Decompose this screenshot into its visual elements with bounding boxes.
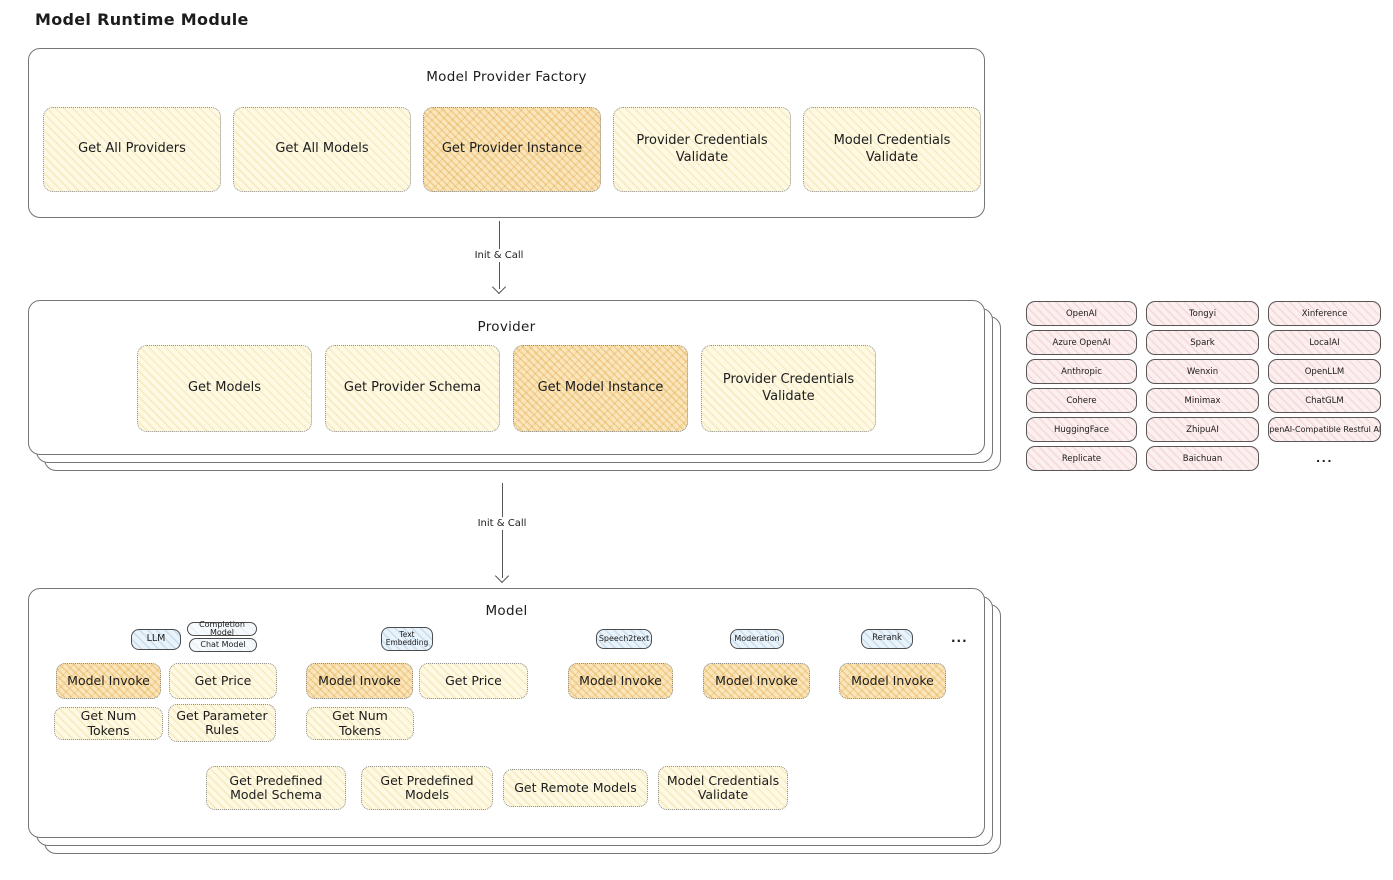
node-provider-credentials-validate-2[interactable]: Provider Credentials Validate <box>701 345 876 432</box>
node-embedding-get-price[interactable]: Get Price <box>419 663 528 699</box>
factory-box-title: Model Provider Factory <box>426 69 587 85</box>
node-llm-model-invoke[interactable]: Model Invoke <box>56 663 161 699</box>
provider-chip-huggingface[interactable]: HuggingFace <box>1026 417 1137 442</box>
node-moderation-model-invoke[interactable]: Model Invoke <box>703 663 810 699</box>
provider-chip-openai-compatible[interactable]: OpenAI-Compatible Restful API <box>1268 417 1381 442</box>
provider-chip-wenxin[interactable]: Wenxin <box>1146 359 1259 384</box>
factory-buttons-row: Get All Providers Get All Models Get Pro… <box>43 107 981 192</box>
provider-chip-openllm[interactable]: OpenLLM <box>1268 359 1381 384</box>
provider-list-ellipsis: ... <box>1315 452 1334 465</box>
node-get-all-models[interactable]: Get All Models <box>233 107 411 192</box>
provider-chip-zhipuai[interactable]: ZhipuAI <box>1146 417 1259 442</box>
tab-moderation[interactable]: Moderation <box>730 629 784 649</box>
node-llm-get-num-tokens[interactable]: Get Num Tokens <box>54 707 163 740</box>
node-get-model-instance[interactable]: Get Model Instance <box>513 345 688 432</box>
provider-chip-chatglm[interactable]: ChatGLM <box>1268 388 1381 413</box>
provider-chip-localai[interactable]: LocalAI <box>1268 330 1381 355</box>
provider-chip-spark[interactable]: Spark <box>1146 330 1259 355</box>
tab-llm[interactable]: LLM <box>131 629 181 650</box>
provider-chip-tongyi[interactable]: Tongyi <box>1146 301 1259 326</box>
node-get-models[interactable]: Get Models <box>137 345 312 432</box>
node-embedding-model-invoke[interactable]: Model Invoke <box>306 663 413 699</box>
model-box[interactable]: Model LLM Completion Model Chat Model Te… <box>28 588 985 838</box>
factory-box[interactable]: Model Provider Factory Get All Providers… <box>28 48 985 218</box>
arrowhead-provider-to-model <box>494 568 510 584</box>
provider-chip-minimax[interactable]: Minimax <box>1146 388 1259 413</box>
arrowhead-factory-to-provider <box>491 279 507 295</box>
tab-speech2text[interactable]: Speech2text <box>596 629 652 649</box>
node-get-all-providers[interactable]: Get All Providers <box>43 107 221 192</box>
provider-chip-xinference[interactable]: Xinference <box>1268 301 1381 326</box>
node-rerank-model-invoke[interactable]: Model Invoke <box>839 663 946 699</box>
node-model-credentials-validate-2[interactable]: Model Credentials Validate <box>658 766 788 810</box>
node-get-provider-instance[interactable]: Get Provider Instance <box>423 107 601 192</box>
provider-chip-replicate[interactable]: Replicate <box>1026 446 1137 471</box>
arrow-provider-to-model <box>502 483 503 578</box>
tab-completion-model[interactable]: Completion Model <box>187 621 257 637</box>
node-llm-get-price[interactable]: Get Price <box>169 663 277 699</box>
tab-chat-model[interactable]: Chat Model <box>189 638 257 652</box>
node-get-remote-models[interactable]: Get Remote Models <box>503 769 648 807</box>
tab-rerank[interactable]: Rerank <box>861 629 913 649</box>
node-model-credentials-validate[interactable]: Model Credentials Validate <box>803 107 981 192</box>
provider-box[interactable]: Provider Get Models Get Provider Schema … <box>28 300 985 455</box>
node-get-predefined-models[interactable]: Get Predefined Models <box>361 766 493 810</box>
node-speech2text-model-invoke[interactable]: Model Invoke <box>568 663 673 699</box>
node-get-predefined-model-schema[interactable]: Get Predefined Model Schema <box>206 766 346 810</box>
arrow-label-init-call-2: Init & Call <box>473 517 531 530</box>
node-llm-get-parameter-rules[interactable]: Get Parameter Rules <box>168 704 276 742</box>
tabs-ellipsis: ... <box>951 631 968 645</box>
provider-chip-cohere[interactable]: Cohere <box>1026 388 1137 413</box>
node-embedding-get-num-tokens[interactable]: Get Num Tokens <box>306 707 414 740</box>
provider-buttons-row: Get Models Get Provider Schema Get Model… <box>29 345 984 432</box>
provider-list: OpenAI Tongyi Xinference Azure OpenAI Sp… <box>1026 301 1381 471</box>
node-get-provider-schema[interactable]: Get Provider Schema <box>325 345 500 432</box>
provider-chip-anthropic[interactable]: Anthropic <box>1026 359 1137 384</box>
node-provider-credentials-validate[interactable]: Provider Credentials Validate <box>613 107 791 192</box>
tab-text-embedding[interactable]: Text Embedding <box>381 627 433 651</box>
provider-box-title: Provider <box>477 319 536 335</box>
provider-chip-openai[interactable]: OpenAI <box>1026 301 1137 326</box>
model-box-title: Model <box>485 603 528 619</box>
provider-chip-azure-openai[interactable]: Azure OpenAI <box>1026 330 1137 355</box>
provider-chip-baichuan[interactable]: Baichuan <box>1146 446 1259 471</box>
page-title: Model Runtime Module <box>35 10 249 29</box>
arrow-label-init-call-1: Init & Call <box>470 249 528 262</box>
